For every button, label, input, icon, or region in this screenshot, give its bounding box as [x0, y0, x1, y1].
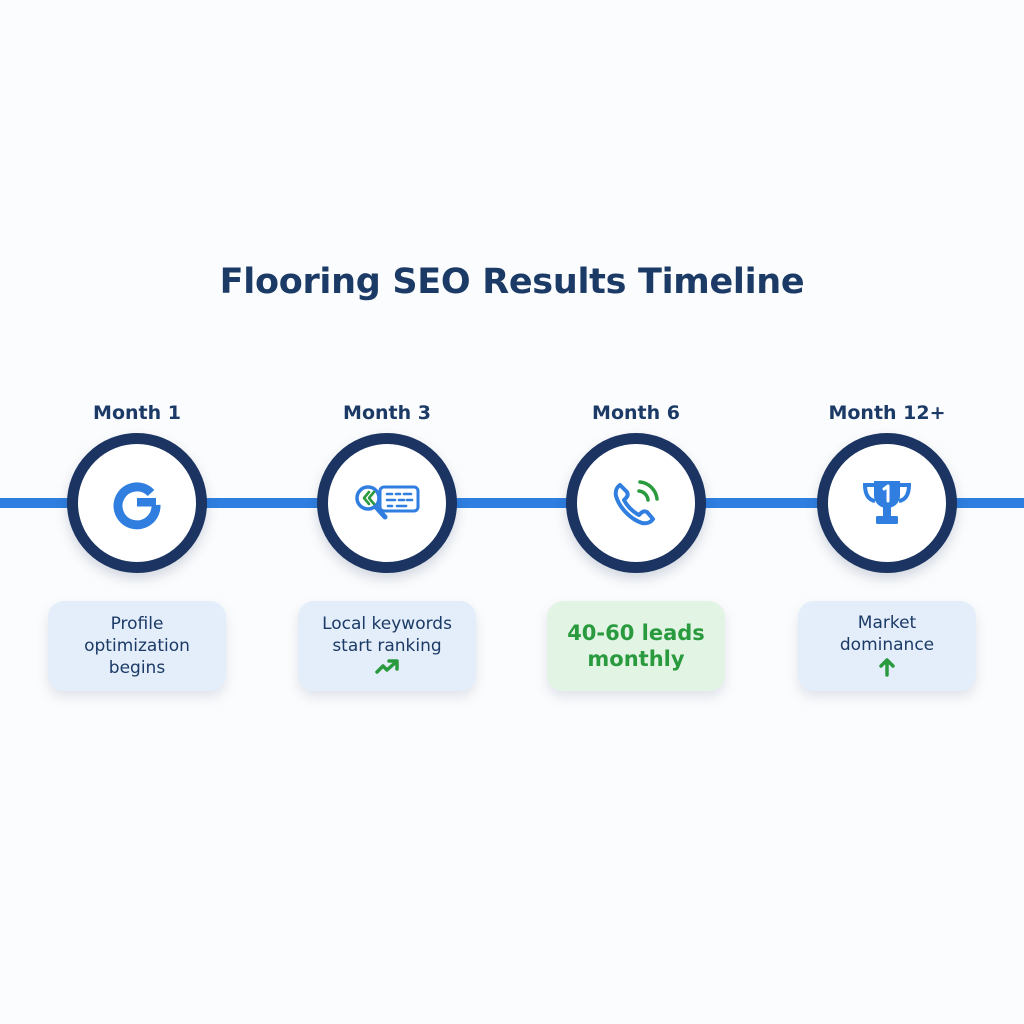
phone-call-icon — [606, 473, 666, 533]
stage-node — [566, 433, 706, 573]
page-title: Flooring SEO Results Timeline — [219, 262, 805, 302]
stage-card-text: Profile optimization begins — [84, 614, 190, 678]
timeline-line — [0, 498, 1024, 508]
stage-card: Local keywords start ranking — [298, 601, 476, 691]
stage-card: Profile optimization begins — [48, 601, 226, 691]
stage-node — [817, 433, 957, 573]
trend-up-arrow-icon — [374, 658, 400, 680]
stage-month-label: Month 12+ — [828, 402, 946, 424]
google-g-icon — [106, 472, 168, 534]
stage-card-text: Market dominance — [839, 612, 935, 655]
stage-node — [317, 433, 457, 573]
keyword-search-icon — [352, 481, 422, 525]
stage-month-label: Month 1 — [93, 402, 181, 424]
stage-card-text: 40-60 leads monthly — [567, 621, 705, 671]
stage-card: Market dominance — [798, 601, 976, 691]
trophy-number-one-icon — [857, 475, 917, 531]
up-arrow-icon — [878, 657, 896, 681]
stage-node — [67, 433, 207, 573]
stage-month-label: Month 6 — [592, 402, 680, 424]
stage-month-label: Month 3 — [343, 402, 431, 424]
stage-card-text: Local keywords start ranking — [322, 613, 452, 656]
stage-card: 40-60 leads monthly — [547, 601, 725, 691]
